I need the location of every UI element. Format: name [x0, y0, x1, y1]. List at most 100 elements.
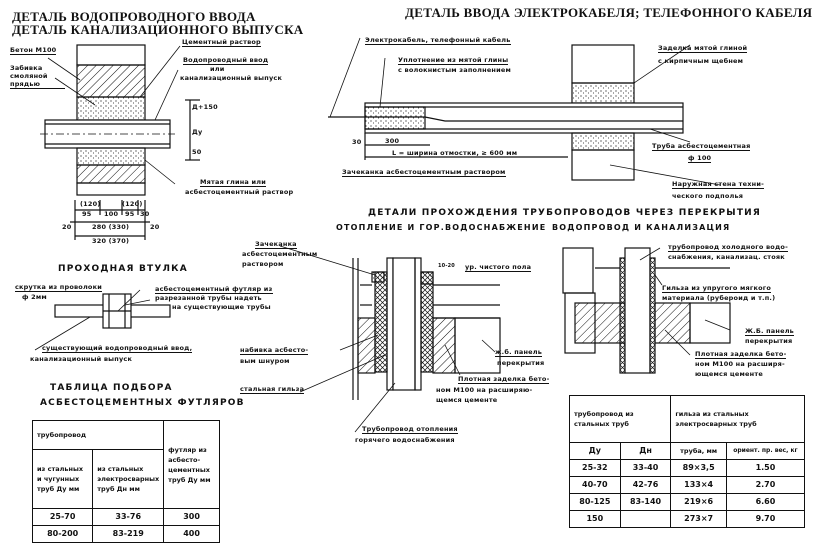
water-panel-1: Ж.Б. панель: [745, 327, 794, 336]
sleeves-header: ориент. пр. вес, кг: [725, 442, 806, 460]
cell: 9.70: [725, 510, 806, 528]
dim-total: 320 (370): [92, 237, 130, 245]
heating-fill-1: Плотная заделка бето-: [458, 375, 550, 384]
label-inlet-1: Водопроводный ввод: [183, 56, 269, 65]
label-wire-1: скрутка из проволоки: [15, 283, 102, 292]
cable-title: ДЕТАЛЬ ВВОДА ЭЛЕКТРОКАБЕЛЯ; ТЕЛЕФОННОГО …: [405, 5, 813, 20]
cell: 80-200: [31, 525, 94, 543]
label-plug-2: с кирпичным щебнем: [658, 57, 744, 65]
dim-top-5: 30: [140, 210, 150, 218]
dim-mid-1: 280 (330): [92, 223, 130, 231]
leader-lines: [34, 37, 731, 433]
label-wall-2: ческого подполья: [672, 192, 744, 200]
label-inlet-or: или: [210, 65, 225, 73]
label-case-1: асбестоцементный футляр из: [155, 285, 273, 294]
water-pipe-2: снабжения, канализац. стояк: [668, 253, 785, 261]
cell: 80-125: [569, 493, 621, 511]
heating-pipe-1: Трубопровод отопления: [362, 425, 458, 434]
water-pass-drawing: [562, 247, 731, 374]
water-sleeve-2: материала (рубероид и т.п.): [662, 294, 776, 302]
cell: 273×7: [670, 510, 727, 528]
cell: [619, 510, 672, 528]
cell: 25-70: [31, 508, 94, 526]
cell: 33-76: [92, 508, 165, 526]
heating-fill-3: щемся цементе: [436, 396, 498, 404]
dim-50: 50: [192, 148, 202, 156]
sleeves-header: Ду: [569, 442, 621, 460]
label-case-2: разрезанной трубы надеть: [155, 294, 262, 302]
heating-packing-1: набивка асбесто-: [240, 346, 309, 355]
cases-col3: футляр из асбесто-цементных труб Ду мм: [163, 420, 220, 509]
water-inlet-title-2: ДЕТАЛЬ КАНАЛИЗАЦИОННОГО ВЫПУСКА: [12, 22, 304, 37]
cell: 6.60: [725, 493, 806, 511]
cases-col1: из стальных и чугунных труб Ду мм: [31, 449, 94, 509]
dim-top-0: (120): [80, 200, 101, 208]
label-clay-1: Мятая глина или: [200, 178, 266, 187]
dim-top-1: 95: [82, 210, 92, 218]
sleeve-drawing: [54, 293, 171, 329]
dim-L: L = ширина отмостки, ≥ 600 мм: [392, 149, 518, 157]
dim-30: 30: [352, 138, 362, 146]
dim-300: 300: [385, 137, 400, 145]
heating-dim: 10-20: [438, 263, 455, 269]
floor-pass-title: ДЕТАЛИ ПРОХОЖДЕНИЯ ТРУБОПРОВОДОВ ЧЕРЕЗ П…: [368, 208, 762, 218]
label-pipe-1: Труба асбестоцементная: [652, 142, 751, 151]
cases-header-group: трубопровод: [31, 420, 165, 450]
water-fill-2: ном М100 на расширя-: [695, 360, 785, 368]
label-case-3: на существующие трубы: [172, 303, 271, 311]
cases-table-title-1: ТАБЛИЦА ПОДБОРА: [50, 383, 173, 393]
label-plug-1: Заделка мятой глиной: [658, 44, 748, 53]
sleeve-title: ПРОХОДНАЯ ВТУЛКА: [58, 264, 188, 274]
cell: 300: [163, 508, 220, 526]
heating-floor: ур. чистого пола: [465, 263, 532, 272]
water-panel-2: перекрытия: [745, 337, 793, 345]
label-caulk: Зачеканка асбестоцементным раствором: [342, 168, 506, 177]
sleeves-group1: трубопровод из стальных труб: [568, 395, 672, 443]
cell: 25-32: [569, 459, 621, 477]
label-seal-1: Уплотнение из мятой глины: [398, 56, 509, 65]
cell: 219×6: [670, 493, 727, 511]
sleeves-header: Дн: [619, 442, 672, 460]
cell: 89×3,5: [670, 459, 727, 477]
cell: 2.70: [725, 476, 806, 494]
label-clay-2: асбестоцементный раствор: [185, 188, 294, 196]
cell: 400: [163, 525, 220, 543]
sleeves-table: трубопровод из стальных труб гильза из с…: [568, 395, 806, 528]
water-sleeve-1: Гильза из упругого мягкого: [662, 284, 772, 293]
sleeves-header: труба, мм: [670, 442, 727, 460]
dim-mid-0: 20: [62, 223, 72, 231]
heating-panel-1: ж.б. панель: [495, 348, 543, 357]
cell: 1.50: [725, 459, 806, 477]
label-wall-1: Наружная стена техни-: [672, 180, 764, 189]
dim-dy: Ду: [192, 128, 203, 136]
label-caulking: Забивка смоляной прядью: [10, 64, 65, 89]
label-pipe-2: ф 100: [688, 154, 712, 163]
heating-panel-2: перекрытия: [497, 359, 545, 367]
water-inlet-title-1: ДЕТАЛЬ ВОДОПРОВОДНОГО ВВОДА: [12, 9, 256, 24]
cell: 83-219: [92, 525, 165, 543]
label-cable: Электрокабель, телефонный кабель: [365, 36, 511, 45]
label-inlet-2: канализационный выпуск: [180, 74, 283, 82]
cable-entry-drawing: [328, 44, 684, 181]
cell: 133×4: [670, 476, 727, 494]
water-pipe-1: трубопровод холодного водо-: [668, 243, 788, 252]
cell: 42-76: [619, 476, 672, 494]
label-concrete: Бетон М100: [10, 46, 57, 55]
sleeves-group2: гильза из стальных электросварных труб: [670, 395, 805, 443]
heating-caulk-2: асбестоцементным: [242, 250, 318, 258]
dim-top-4: 95: [125, 210, 135, 218]
heating-caulk-1: Зачеканка: [255, 240, 297, 249]
heating-fill-2: ном М100 на расширяю-: [436, 386, 533, 394]
dim-mid-2: 20: [150, 223, 160, 231]
water-fill-1: Плотная заделка бето-: [695, 350, 787, 359]
cases-table-title-2: АСБЕСТОЦЕМЕНТНЫХ ФУТЛЯРОВ: [40, 398, 245, 408]
label-existing-2: канализационный выпуск: [30, 355, 133, 363]
